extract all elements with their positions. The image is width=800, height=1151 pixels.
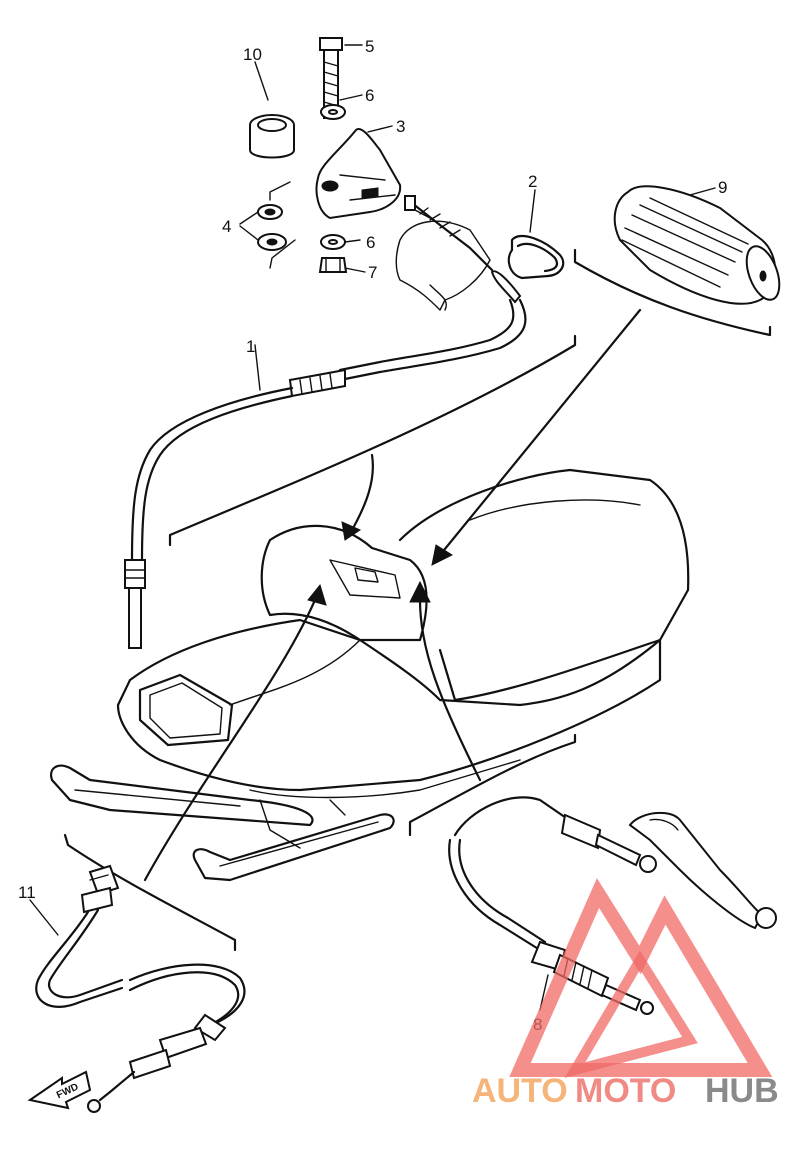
callout-1: 1 xyxy=(246,337,255,356)
handlebar-grip xyxy=(613,185,781,305)
throttle-housing xyxy=(249,37,494,311)
throttle-cable xyxy=(124,270,527,649)
group-brackets xyxy=(63,181,772,952)
callout-5: 5 xyxy=(365,37,374,56)
callout-3: 3 xyxy=(396,117,405,136)
speedometer-cable xyxy=(35,864,246,1113)
callout-2: 2 xyxy=(528,172,537,191)
watermark-hub: HUB xyxy=(705,1072,779,1110)
watermark-moto: MOTO xyxy=(575,1072,676,1110)
callout-11: 11 xyxy=(18,883,36,902)
pointer-arrows xyxy=(143,308,642,882)
callout-6-lower: 6 xyxy=(366,233,375,252)
callout-10: 10 xyxy=(243,45,262,64)
callout-labels: 1 2 3 4 5 6 6 7 8 9 10 11 xyxy=(18,37,727,1034)
callout-7: 7 xyxy=(368,263,377,282)
snowmobile-body xyxy=(50,468,690,882)
callout-6-upper: 6 xyxy=(365,86,374,105)
callout-4: 4 xyxy=(222,217,231,236)
callout-9: 9 xyxy=(718,178,727,197)
leader-lines xyxy=(29,44,716,1011)
forward-direction-arrow: FWD xyxy=(27,1070,92,1110)
watermark-auto: AUTO xyxy=(472,1072,568,1110)
cable-clip xyxy=(507,234,565,280)
brake-assembly xyxy=(448,796,777,1015)
automotohub-watermark: AUTO MOTO HUB xyxy=(472,878,779,1110)
